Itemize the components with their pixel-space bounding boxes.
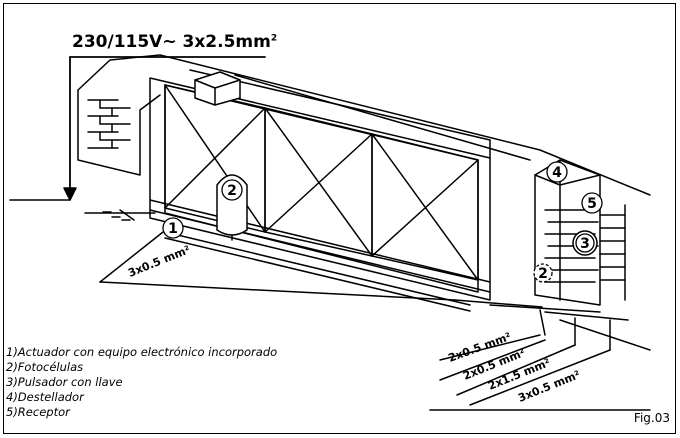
callout-4: 4 [552, 165, 562, 181]
callout-1: 1 [168, 221, 178, 237]
callout-4-circle [546, 161, 568, 183]
ground-lines [9, 199, 651, 411]
legend-item-3: 3)Pulsador con llave [6, 375, 123, 389]
legend-item-4: 4)Destellador [6, 390, 84, 404]
left-brick-wall [77, 54, 161, 176]
legend-item-2: 2)Fotocélulas [6, 360, 84, 374]
callout-2: 2 [227, 183, 237, 199]
callout-3: 3 [580, 236, 590, 252]
callout-5: 5 [587, 196, 597, 212]
cable-label-1: 3x0.5 mm² [126, 243, 192, 280]
actuator [194, 71, 241, 106]
legend-item-5: 5)Receptor [6, 405, 70, 419]
callout-2b-circle [533, 263, 553, 283]
sliding-gate [149, 69, 491, 312]
fence-rail [234, 74, 531, 161]
cable-ends [102, 209, 135, 221]
legend-item-1: 1)Actuador con equipo electrónico incorp… [6, 345, 278, 359]
callout-5-circle [581, 192, 603, 214]
figure-label: Fig.03 [633, 411, 670, 425]
callout-2-circle [221, 179, 243, 201]
callout-3-circle [575, 233, 595, 253]
callout-1-circle [162, 217, 184, 239]
diagram-frame [3, 3, 676, 434]
power-supply-label: 230/115V~ 3x2.5mm2 [72, 32, 278, 52]
back-fence [159, 54, 651, 196]
callout-2b: 2 [538, 266, 548, 282]
